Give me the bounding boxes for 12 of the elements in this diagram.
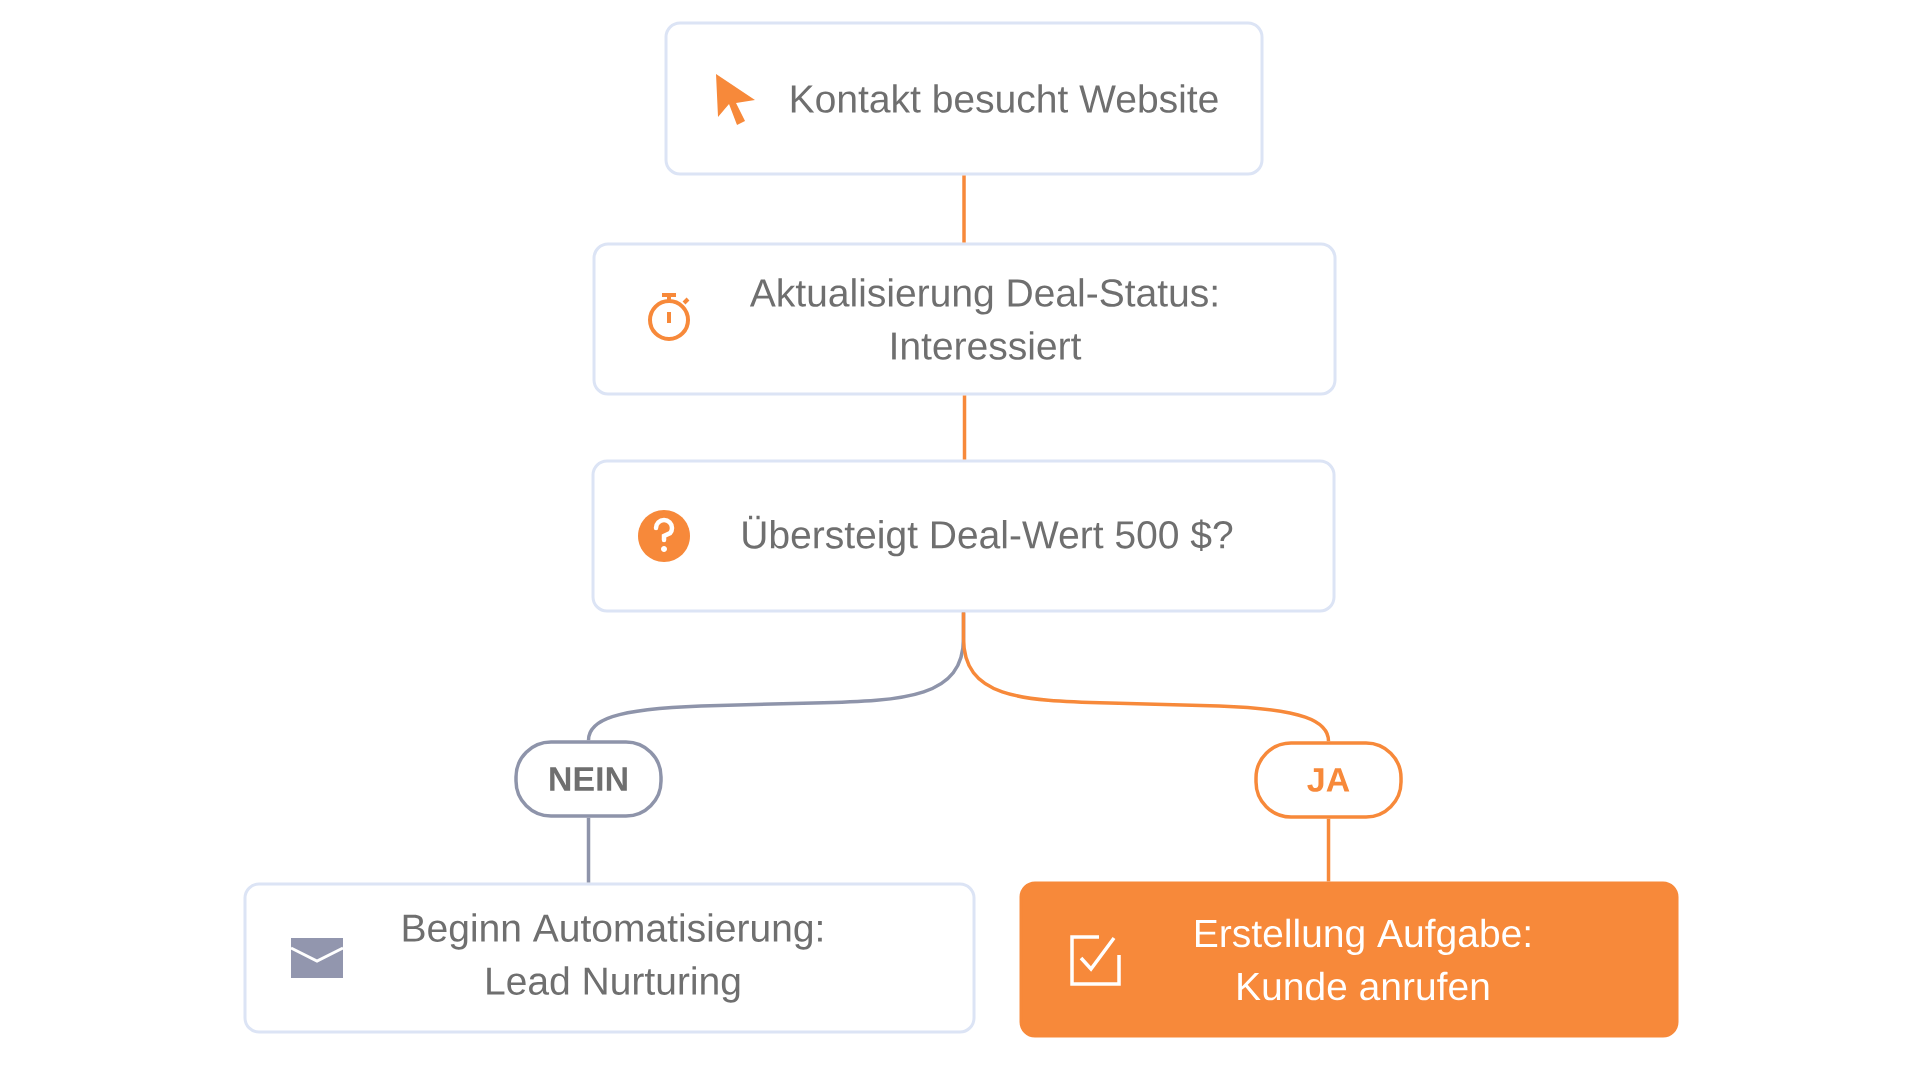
process-box: Erstellung Aufgabe: Kunde anrufen [1019,881,1679,1038]
connector-line [962,395,967,460]
process-box: Beginn Automatisierung: Lead Nurturing [243,882,976,1034]
connector-line [961,612,1331,742]
process-box: Kontakt besucht Website [664,21,1264,176]
branch-label: JA [1254,741,1403,819]
decision-box: Übersteigt Deal-Wert 500 $? [591,459,1336,613]
branch-label: NEIN [514,740,663,818]
process-box: Aktualisierung Deal-Status: Interessiert [592,242,1337,396]
connector-line [962,175,966,243]
connector-line [1326,818,1331,882]
connector-line [586,817,591,883]
